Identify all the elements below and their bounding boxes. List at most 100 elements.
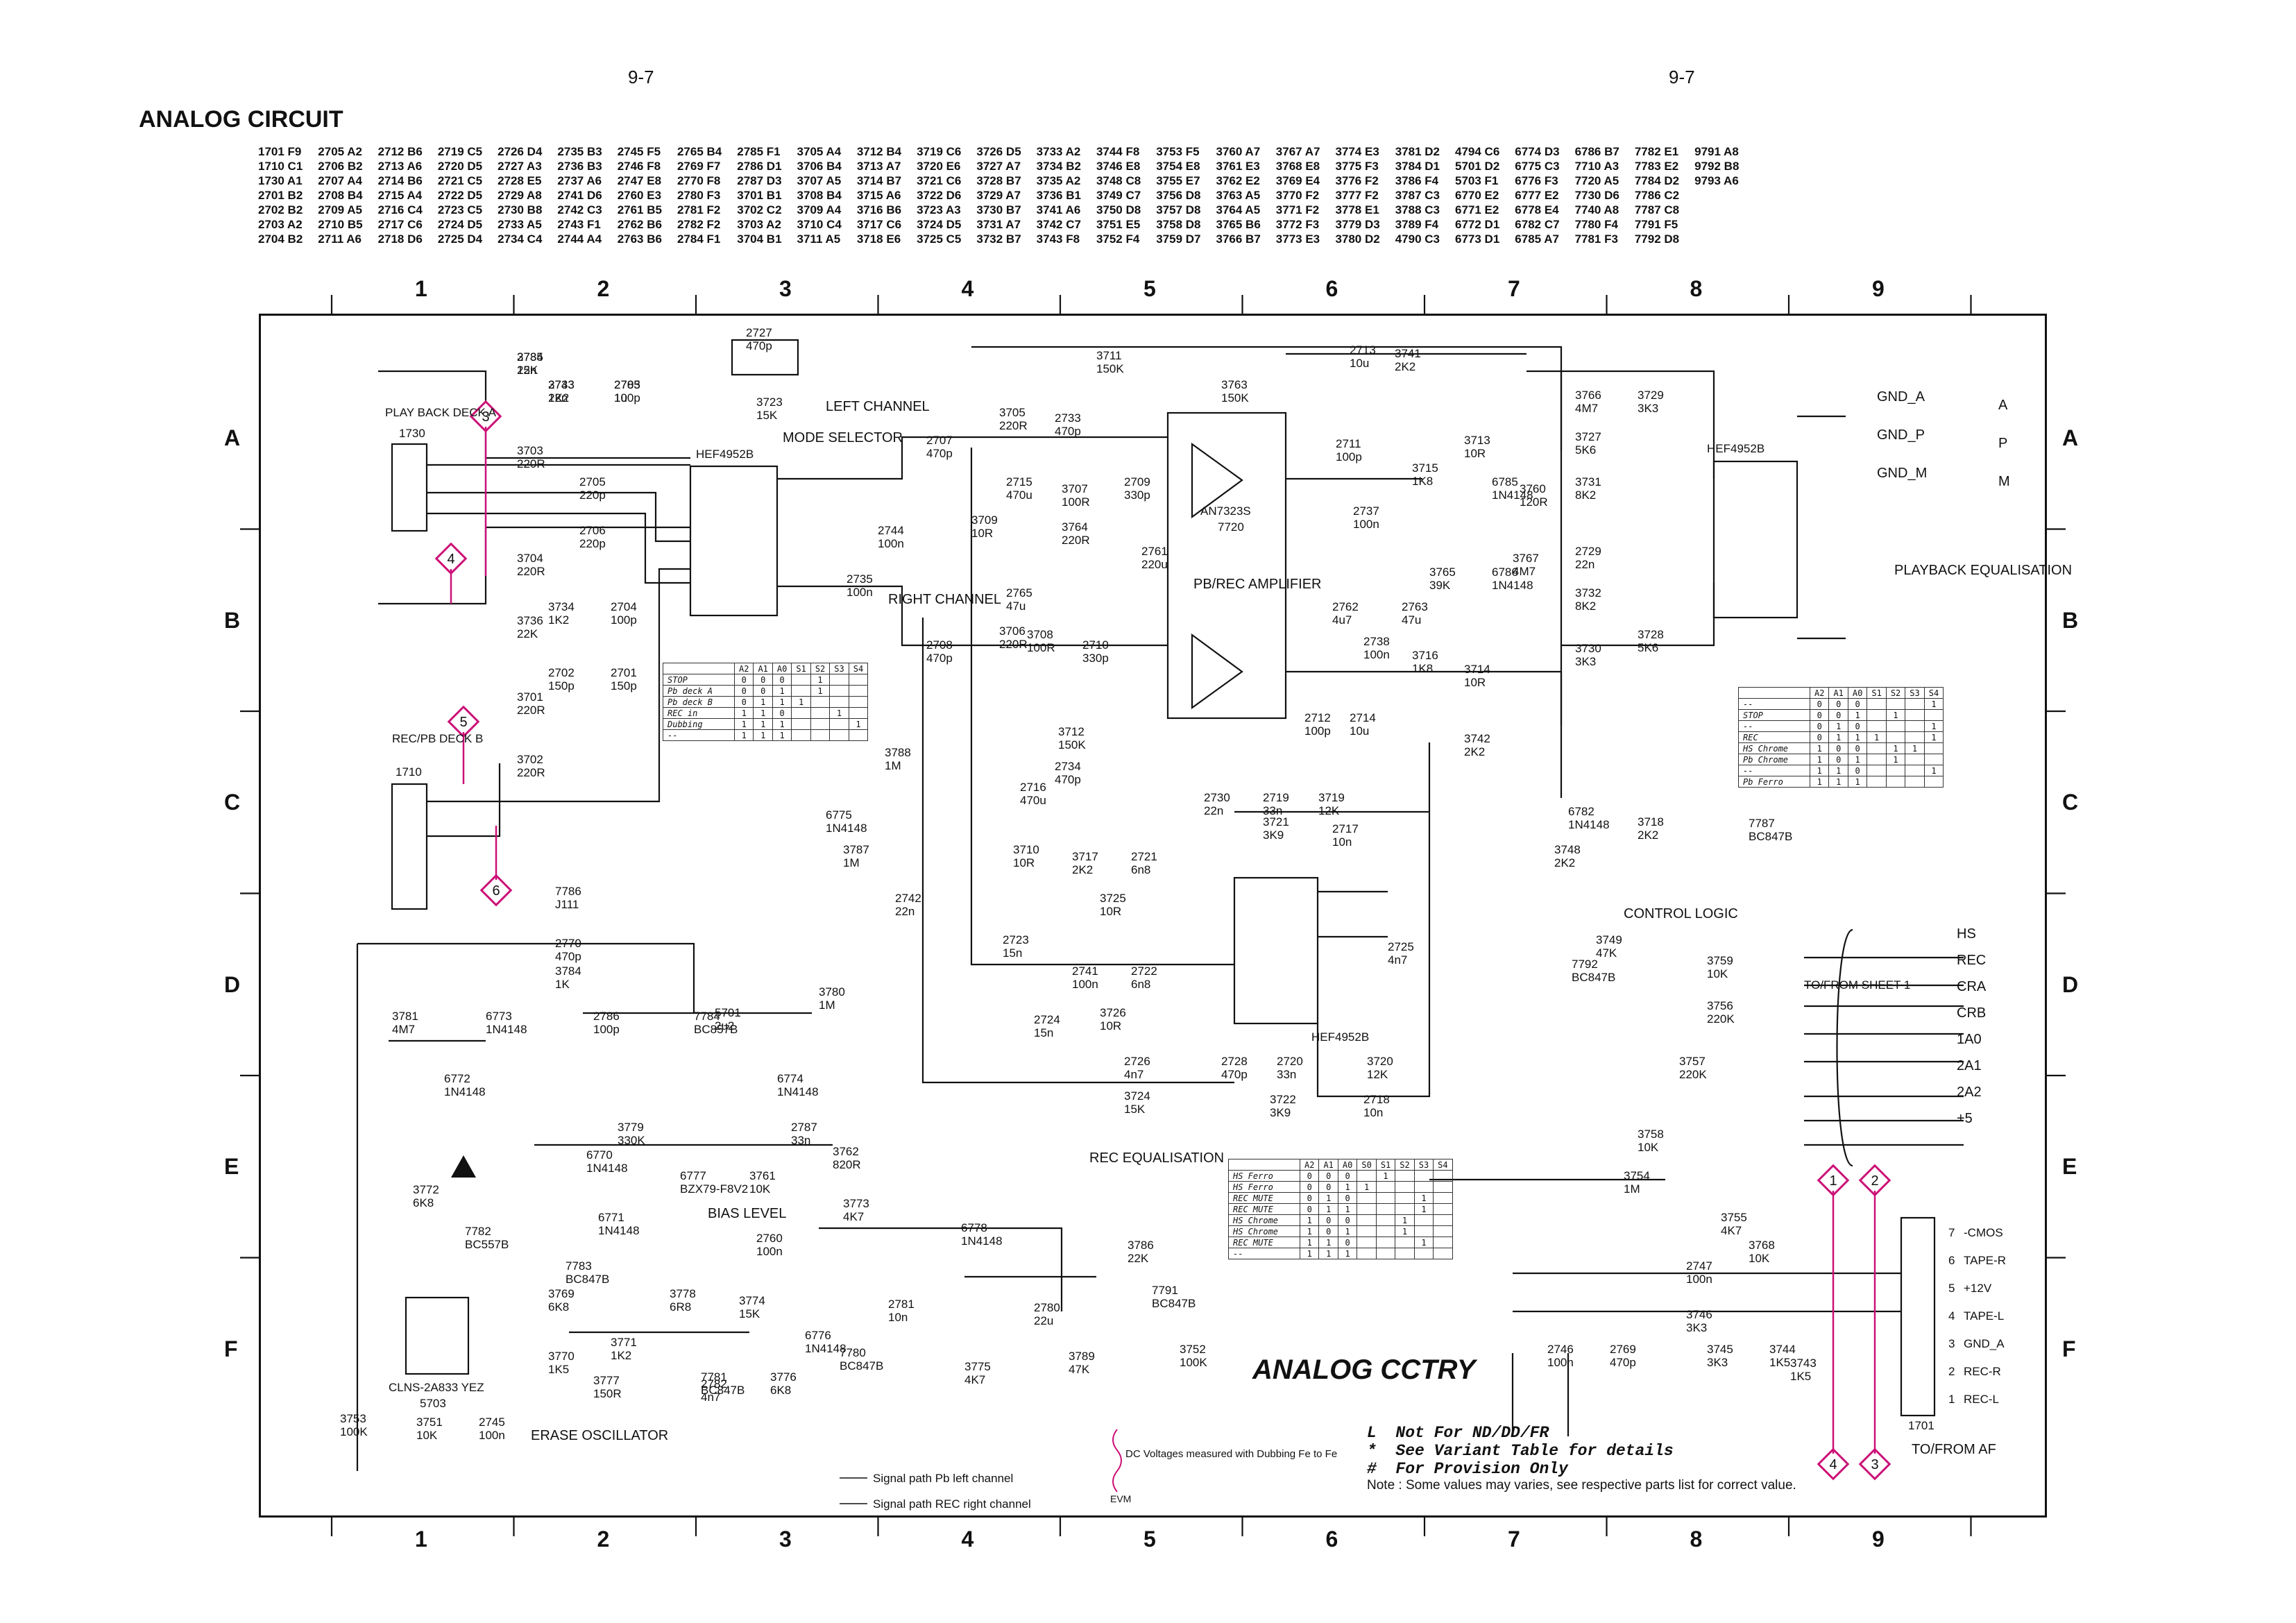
grid-row-left-D: D [224,971,241,997]
component-value: 100p [614,391,640,405]
semiconductor-ref: 6785 [1492,475,1518,488]
grid-col-bottom-7: 7 [1508,1527,1520,1552]
ic-7730 [1233,876,1319,1025]
component-ref: 2709 [1124,475,1150,488]
index-cell: 3756 D8 [1156,189,1201,202]
gnd-p-letter: P [1998,436,2007,451]
component-value: 3K3 [1575,655,1596,668]
truth-header-cell: A1 [753,663,773,674]
index-cell: 2741 D6 [557,189,602,202]
index-cell: 3722 D6 [917,189,962,202]
component-ref: 2720 [1277,1055,1303,1068]
index-cell: 3733 A2 [1036,145,1081,158]
truth-cell [829,696,849,708]
truth-header-cell: S2 [1885,687,1906,699]
index-cell: 3711 A5 [797,232,841,246]
component-value: 10n [888,1311,908,1324]
component-value: 4n7 [1124,1068,1143,1081]
index-cell: 2786 D1 [737,160,782,173]
truth-header-cell: S2 [1395,1159,1415,1171]
truth-cell: 0 [1809,709,1830,721]
sheet-signal-cra: CRA [1957,979,1987,994]
component-ref: 3711 [1096,349,1122,362]
truth-cell: 1 [1337,1225,1358,1237]
index-cell: 2715 A4 [377,189,423,202]
component-ref: 2701 [611,666,637,679]
gnd-a-letter: A [1998,398,2008,413]
truth-cell: Dubbing [663,718,735,730]
truth-cell: Pb deck A [663,685,735,697]
truth-cell: REC MUTE [1228,1192,1300,1204]
truth-cell [1395,1192,1415,1204]
index-cell: 3767 A7 [1275,145,1320,158]
component-ref: 3720 [1367,1055,1393,1068]
index-cell: 6775 C3 [1515,160,1560,173]
truth-cell: HS Chrome [1228,1214,1300,1226]
truth-cell: 1 [1847,776,1868,788]
component-value: 15K [756,409,778,422]
index-cell: 3726 D5 [976,145,1021,158]
truth-cell [1375,1181,1396,1193]
component-ref: 3752 [1180,1343,1206,1356]
component-ref: 3734 [548,600,575,613]
component-ref: 3744 [1769,1343,1796,1356]
truth-cell [1395,1248,1415,1259]
truth-cell: 0 [1828,754,1848,765]
component-ref: 3760 [1520,482,1546,495]
index-cell: 3731 A7 [976,218,1021,231]
sheet-signal-hs: HS [1957,926,1976,942]
component-value: 10n [1363,1106,1383,1119]
semiconductor-type: 1N4148 [1568,818,1610,831]
index-cell: 3719 C6 [917,145,962,158]
component-value: 3K3 [1707,1356,1728,1369]
component-value: 1M [1624,1182,1640,1196]
index-cell: 3760 A7 [1216,145,1261,158]
truth-cell: 1 [1809,754,1830,765]
index-cell: 3771 F2 [1275,203,1320,216]
index-cell: 3707 A5 [797,174,842,187]
component-value: 4n7 [701,1391,720,1404]
component-ref: 3775 [964,1360,991,1373]
index-cell: 2763 B6 [617,232,662,246]
component-ref: 3735 [517,350,543,364]
semiconductor-type: 1N4148 [777,1085,819,1098]
index-cell: 3746 E8 [1096,160,1141,173]
index-cell: 7782 E1 [1634,145,1679,158]
semiconductor-type: 1N4148 [486,1023,527,1036]
semiconductor-ref: 7780 [840,1346,866,1359]
truth-cell [1357,1192,1377,1204]
index-cell: 6782 C7 [1515,218,1560,231]
component-value: 33n [1263,804,1282,817]
component-value: 4M7 [1575,402,1598,415]
component-value: 10R [1100,905,1121,918]
deck-b-ref: 1710 [396,765,422,779]
component-value: 10K [1707,967,1728,980]
truth-cell: 0 [1318,1214,1338,1226]
component-value: 5K6 [1638,641,1658,654]
component-ref: 2719 [1263,791,1289,804]
component-ref: 3742 [1464,732,1490,745]
semiconductor-type: 1N4148 [961,1234,1003,1248]
component-ref: 3758 [1638,1128,1664,1141]
component-value: 100n [479,1429,505,1442]
marker-r4: 4 [1829,1457,1837,1472]
truth-cell [848,729,869,741]
index-cell: 2781 F2 [677,203,721,216]
index-cell: 2709 A5 [318,203,362,216]
semiconductor-type: BC557B [465,1238,509,1251]
index-cell: 3705 A4 [797,145,842,158]
index-cell: 6786 B7 [1574,145,1619,158]
index-cell: 2710 B5 [318,218,363,231]
connector-pin-12v: +12V [1964,1282,1992,1295]
truth-cell: REC MUTE [1228,1203,1300,1215]
grid-col-top-6: 6 [1325,276,1338,301]
component-value: 330p [1124,488,1150,502]
truth-cell: HS Ferro [1228,1181,1300,1193]
index-cell: 3769 E4 [1275,174,1320,187]
index-cell: 3775 F3 [1335,160,1379,173]
component-ref: 3786 [1128,1239,1154,1252]
truth-cell [1866,709,1887,721]
truth-cell [791,674,811,686]
deck-b-connector [391,783,428,910]
